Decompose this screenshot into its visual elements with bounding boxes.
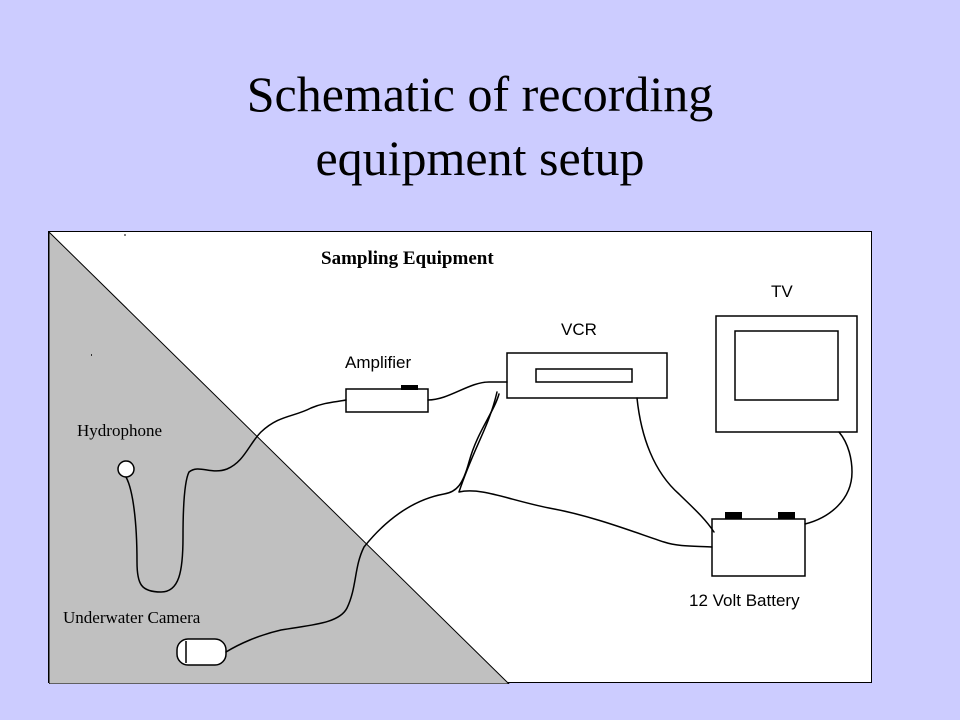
battery-terminal-left — [725, 512, 742, 519]
tv-label: TV — [771, 282, 793, 301]
vcr-cross-cable — [458, 391, 713, 548]
camera-cable — [225, 393, 500, 653]
battery-label: 12 Volt Battery — [689, 591, 800, 610]
battery-box — [711, 518, 806, 577]
vcr-battery-cable — [636, 397, 715, 533]
underwater-camera-label: Underwater Camera — [63, 608, 201, 627]
diagram-heading: Sampling Equipment — [321, 248, 494, 269]
water-region — [49, 232, 510, 684]
amplifier-knob — [401, 385, 418, 390]
battery-terminal-right — [778, 512, 795, 519]
hydrophone-sensor — [117, 460, 135, 478]
slide-title-line-2: equipment setup — [315, 130, 645, 186]
hydrophone-label: Hydrophone — [77, 421, 162, 440]
tv-screen — [734, 330, 839, 401]
slide-title-line-1: Schematic of recording — [246, 66, 714, 122]
hydrophone-cable — [125, 399, 347, 593]
vcr-label: VCR — [561, 320, 597, 339]
amplifier-vcr-cable — [427, 381, 508, 401]
schematic-diagram: Sampling Equipment Amplifier VCR TV Hydr… — [48, 231, 872, 684]
amplifier-label: Amplifier — [345, 353, 412, 372]
tv-battery-cable — [804, 431, 853, 525]
camera-body — [176, 638, 227, 666]
slide-title: Schematic of recording equipment setup — [0, 62, 960, 190]
schematic-drawing — [49, 232, 858, 684]
vcr-slot — [535, 368, 633, 383]
amplifier-box — [345, 388, 429, 413]
